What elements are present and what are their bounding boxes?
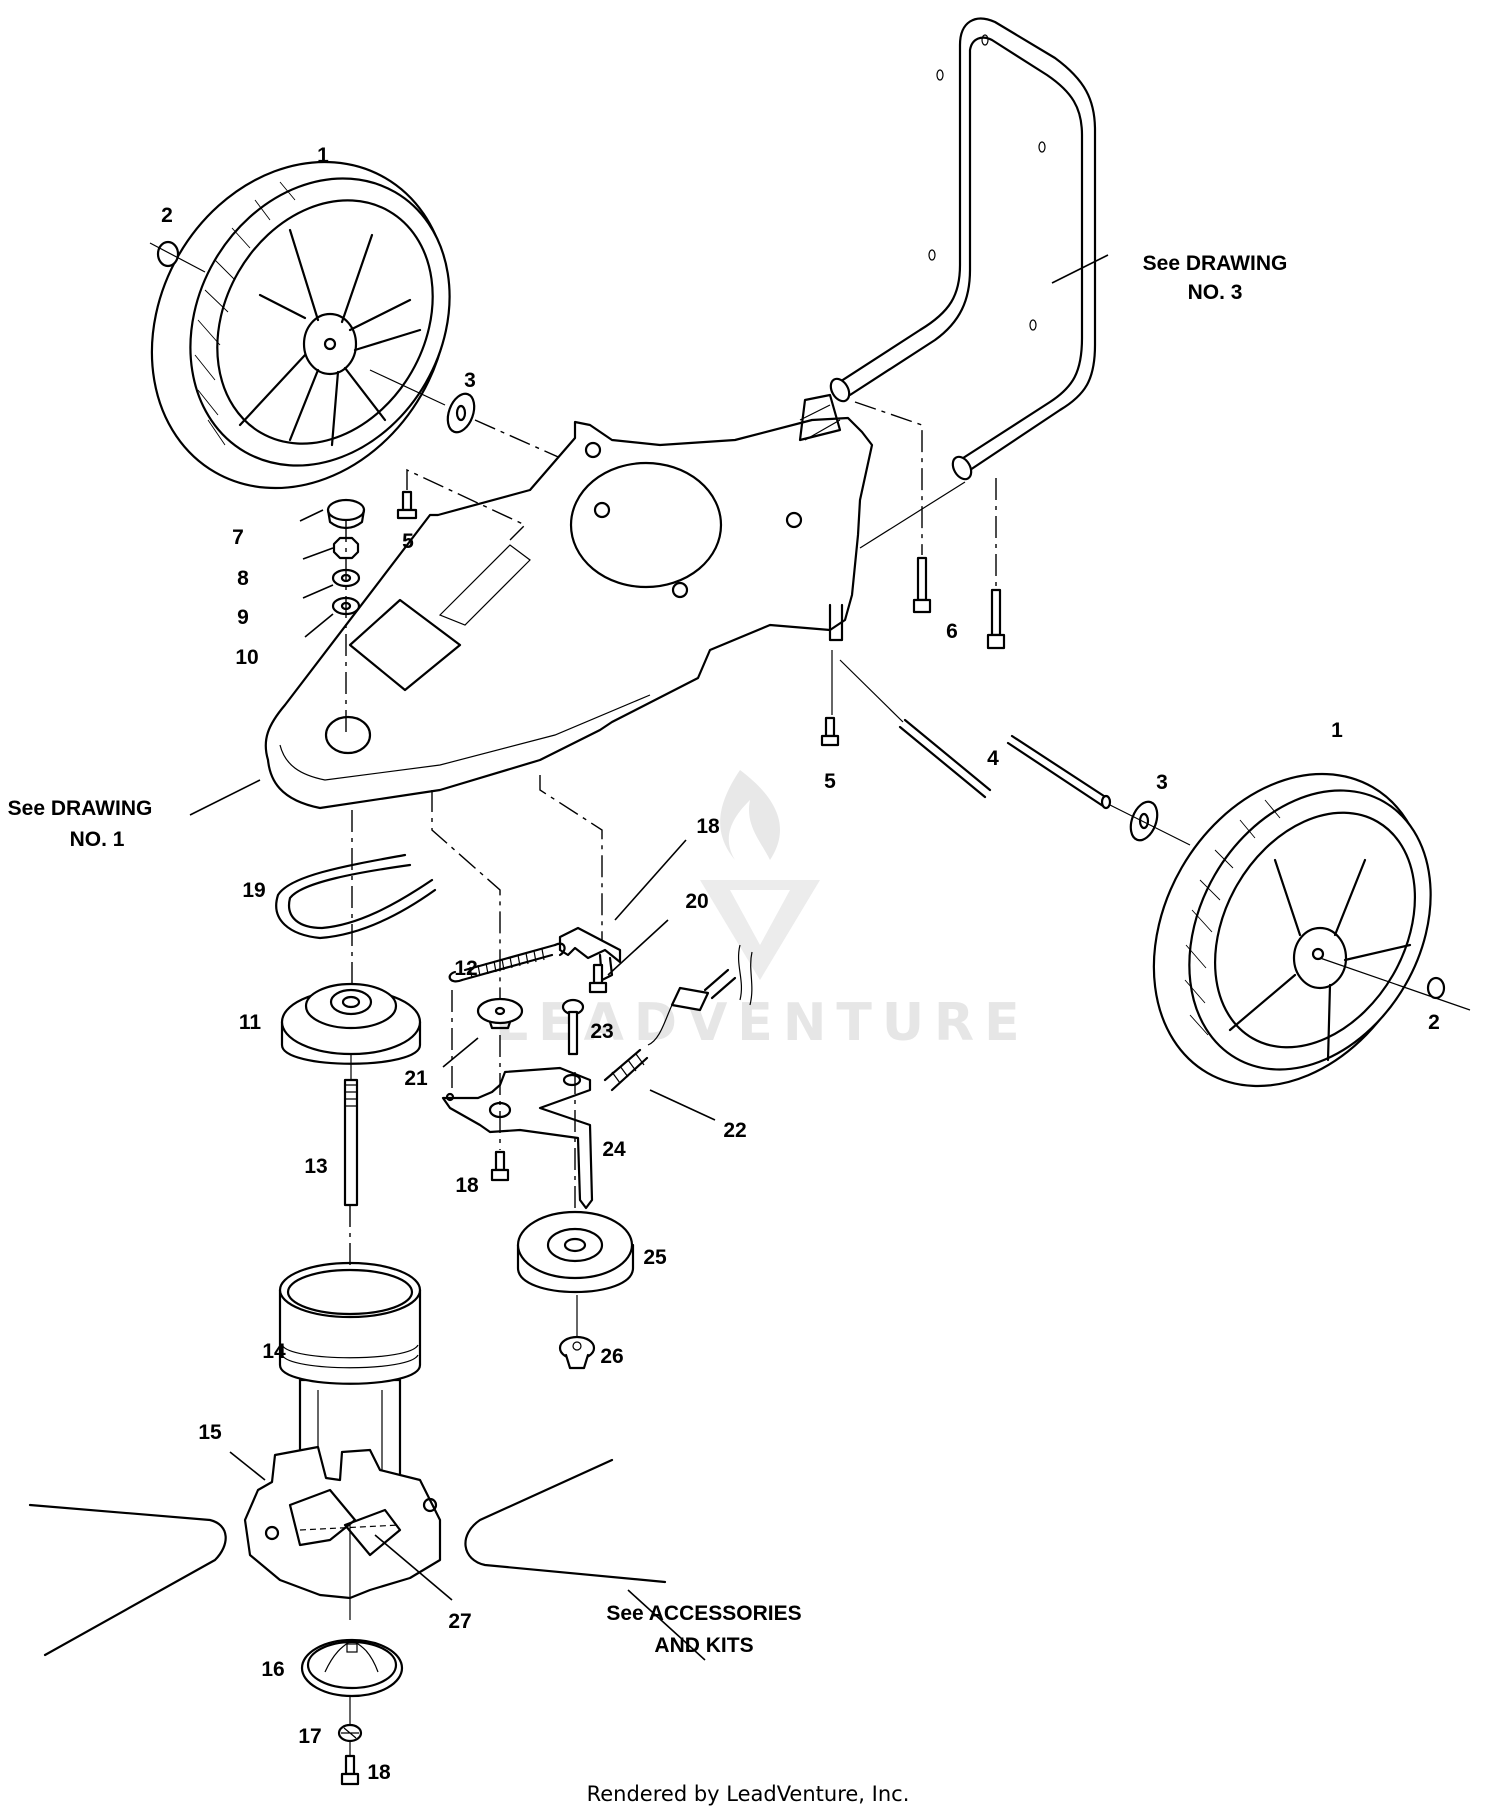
- leader-ref-drawing-3: [1051, 254, 1109, 284]
- axle[interactable]: [898, 718, 1112, 810]
- bolt-bottom[interactable]: [340, 1754, 360, 1786]
- callout-3-right[interactable]: 3: [1156, 771, 1168, 794]
- washer-right[interactable]: [1126, 798, 1162, 844]
- extension-spring[interactable]: [448, 942, 566, 983]
- callout-24[interactable]: 24: [602, 1138, 626, 1161]
- handle-bolt-2[interactable]: [986, 588, 1006, 650]
- wheel-right[interactable]: [1099, 725, 1481, 1136]
- belt[interactable]: [275, 853, 437, 940]
- spindle-shaft[interactable]: [343, 1078, 359, 1207]
- nut[interactable]: [337, 1723, 363, 1743]
- callout-15[interactable]: 15: [198, 1421, 222, 1444]
- callout-6[interactable]: 6: [946, 620, 958, 643]
- spacer[interactable]: [476, 997, 524, 1030]
- callout-22[interactable]: 22: [723, 1119, 746, 1142]
- callout-18-bottom[interactable]: 18: [367, 1761, 391, 1784]
- callout-21[interactable]: 21: [404, 1067, 428, 1090]
- callout-7[interactable]: 7: [232, 526, 244, 549]
- shoulder-bolt[interactable]: [561, 998, 585, 1056]
- drive-pulley[interactable]: [280, 982, 422, 1065]
- handle[interactable]: [827, 17, 1097, 483]
- ref-drawing-3-line2[interactable]: NO. 3: [1188, 281, 1243, 304]
- wheel-left[interactable]: [94, 108, 506, 542]
- callout-20[interactable]: 12: [454, 957, 477, 980]
- bolt-idler[interactable]: [490, 1150, 510, 1182]
- callout-10[interactable]: 10: [235, 646, 258, 669]
- bolt-bracket[interactable]: [588, 963, 608, 994]
- callout-17[interactable]: 17: [298, 1725, 321, 1748]
- trimmer-head[interactable]: [243, 1445, 442, 1600]
- washer-left[interactable]: [443, 390, 479, 436]
- trimmer-line-left[interactable]: [28, 1503, 227, 1657]
- ref-accessories-line1[interactable]: See ACCESSORIES: [606, 1602, 801, 1625]
- trimmer-line-right[interactable]: [464, 1458, 667, 1584]
- cable-spring[interactable]: [603, 944, 753, 1092]
- watermark-v-logo-icon: [700, 880, 820, 980]
- ref-drawing-1-line1[interactable]: See DRAWING: [8, 797, 153, 820]
- push-nut-right[interactable]: [1426, 976, 1446, 1000]
- callout-5-right[interactable]: 5: [824, 770, 836, 793]
- bolt-right[interactable]: [820, 716, 840, 747]
- watermark-flame-icon: [720, 770, 780, 860]
- callout-12[interactable]: 11: [239, 1011, 262, 1034]
- callout-2-right[interactable]: 2: [1428, 1011, 1440, 1034]
- callout-9[interactable]: 9: [237, 606, 249, 629]
- callout-23[interactable]: 23: [590, 1020, 613, 1043]
- callout-16[interactable]: 16: [261, 1658, 284, 1681]
- callout-11[interactable]: 19: [242, 879, 265, 902]
- callout-8[interactable]: 8: [237, 567, 249, 590]
- cup[interactable]: [300, 1638, 404, 1698]
- push-nut-left[interactable]: [156, 240, 180, 268]
- callout-4[interactable]: 4: [987, 747, 999, 770]
- ref-drawing-3-line1[interactable]: See DRAWING: [1143, 252, 1288, 275]
- callout-25[interactable]: 25: [643, 1246, 667, 1269]
- idler-pulley[interactable]: [516, 1210, 635, 1294]
- footer-credit: Rendered by LeadVenture, Inc.: [587, 1782, 910, 1806]
- callout-1-left[interactable]: 1: [317, 144, 329, 167]
- callout-18-bracket[interactable]: 20: [685, 890, 708, 913]
- callout-26[interactable]: 26: [600, 1345, 623, 1368]
- bolt-upper[interactable]: [396, 490, 418, 520]
- callout-5-upper[interactable]: 5: [402, 530, 414, 553]
- callout-1-right[interactable]: 1: [1331, 719, 1343, 742]
- callout-19[interactable]: 18: [696, 815, 720, 838]
- ref-accessories-line2[interactable]: AND KITS: [654, 1634, 753, 1657]
- callout-3-left[interactable]: 3: [464, 369, 476, 392]
- callout-27[interactable]: 27: [448, 1610, 471, 1633]
- handle-bolt-1[interactable]: [912, 556, 932, 614]
- callout-13[interactable]: 13: [304, 1155, 327, 1178]
- flange-nut[interactable]: [558, 1335, 596, 1370]
- leader-ref-drawing-1: [189, 779, 261, 816]
- callout-14[interactable]: 14: [262, 1340, 286, 1363]
- callout-2-left[interactable]: 2: [161, 204, 173, 227]
- deck-body[interactable]: [264, 393, 874, 810]
- callout-18-idler[interactable]: 18: [455, 1174, 479, 1197]
- ref-drawing-1-line2[interactable]: NO. 1: [70, 828, 125, 851]
- leader-ref-accessories: [627, 1589, 706, 1661]
- axis-line: [149, 242, 206, 273]
